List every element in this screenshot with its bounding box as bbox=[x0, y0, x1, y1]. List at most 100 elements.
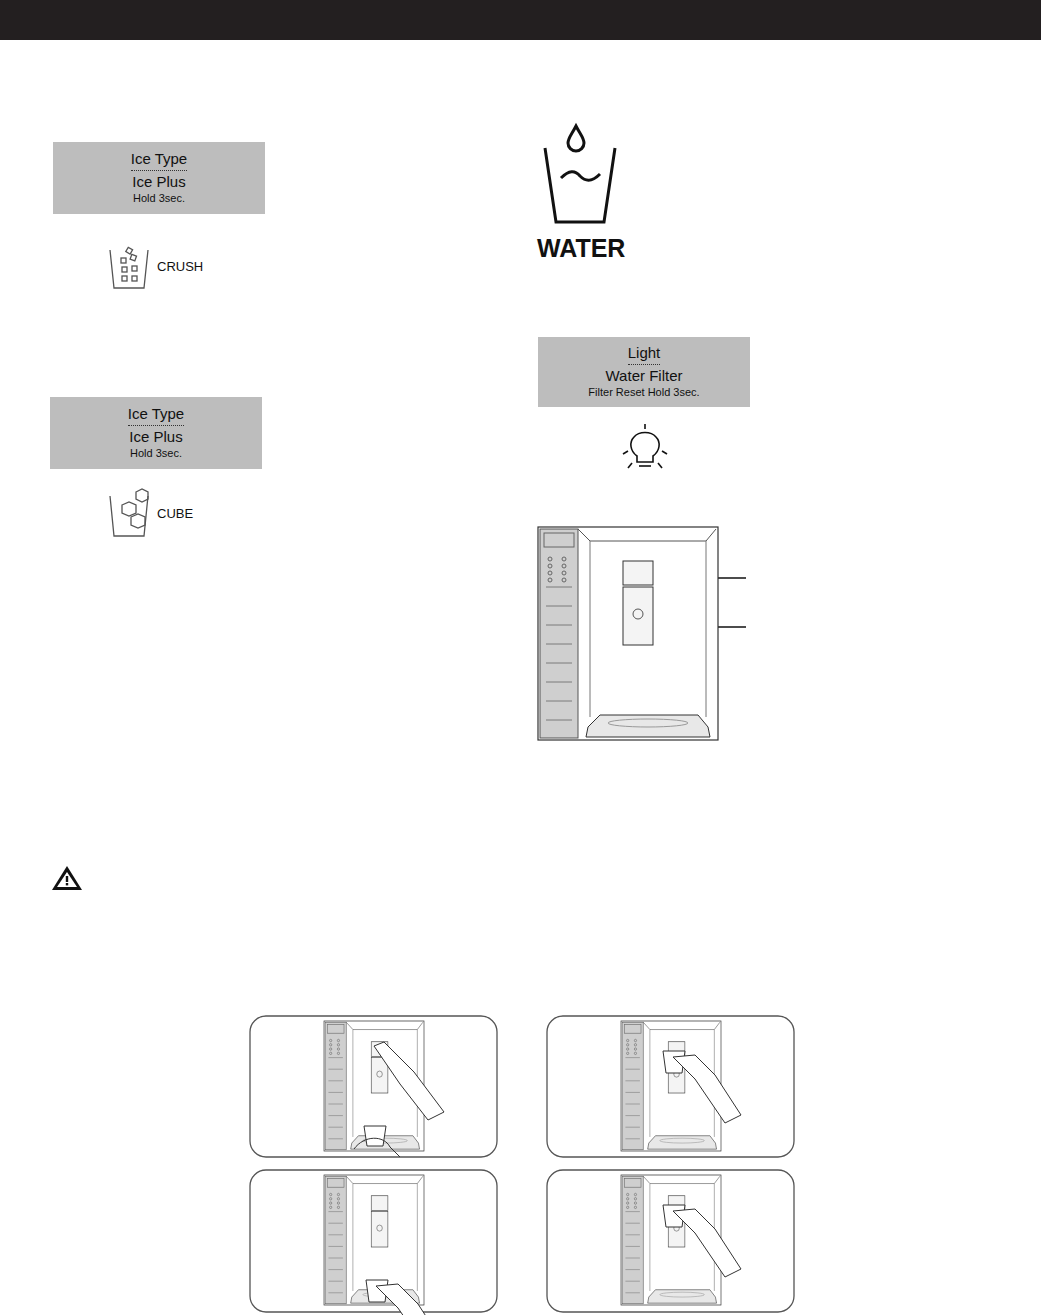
button-label-panel: Ice TypeIce PlusHold 3sec. bbox=[50, 397, 262, 469]
panel-divider bbox=[328, 1092, 342, 1093]
panel-divider bbox=[328, 1069, 342, 1070]
arm-drawing bbox=[376, 1284, 444, 1315]
recess-edge bbox=[346, 1176, 423, 1183]
button-name: Ice Plus bbox=[132, 173, 185, 192]
panel-divider bbox=[625, 1115, 639, 1116]
panel-icon bbox=[634, 1039, 636, 1041]
hand-drawing bbox=[354, 1042, 444, 1157]
drip-tray bbox=[648, 1290, 717, 1303]
hand-drawing bbox=[354, 1138, 400, 1157]
panel-icon bbox=[330, 1039, 332, 1041]
button-label-panel: Ice TypeIce PlusHold 3sec. bbox=[53, 142, 265, 214]
button-hint: Filter Reset Hold 3sec. bbox=[588, 386, 699, 400]
control-panel bbox=[325, 1176, 346, 1304]
warning-symbol bbox=[52, 866, 82, 890]
panel-icon bbox=[337, 1039, 339, 1041]
panel-icon bbox=[562, 571, 566, 575]
ice-symbol bbox=[377, 1071, 383, 1077]
recess-edge bbox=[590, 541, 706, 717]
panel-divider bbox=[546, 720, 572, 721]
panel-icon bbox=[562, 564, 566, 568]
dispenser-drawing bbox=[538, 527, 718, 740]
panel-divider bbox=[328, 1127, 342, 1128]
panel-divider bbox=[328, 1292, 342, 1293]
panel-icon bbox=[548, 578, 552, 582]
panel-icon bbox=[627, 1193, 629, 1195]
panel-icon bbox=[330, 1052, 332, 1054]
panel-icon bbox=[627, 1202, 629, 1204]
panel-divider bbox=[546, 587, 572, 588]
panel-display bbox=[327, 1025, 344, 1034]
water-paddle bbox=[623, 561, 653, 585]
panel-icon bbox=[330, 1048, 332, 1050]
arm-drawing bbox=[673, 1055, 741, 1123]
panel-divider bbox=[328, 1057, 342, 1058]
panel-icon bbox=[330, 1206, 332, 1208]
tray-grille bbox=[660, 1138, 704, 1143]
ice-symbol bbox=[633, 609, 643, 619]
tray-grille bbox=[608, 719, 688, 727]
panel-icon bbox=[634, 1202, 636, 1204]
panel-icon bbox=[337, 1044, 339, 1046]
ice-mode-label: CRUSH bbox=[157, 259, 203, 274]
panel-icon bbox=[330, 1202, 332, 1204]
panel-icon bbox=[548, 557, 552, 561]
panel-icon bbox=[634, 1052, 636, 1054]
recess-edge bbox=[346, 1022, 423, 1029]
hand-drawing bbox=[366, 1280, 444, 1315]
panel-icon bbox=[337, 1206, 339, 1208]
panel-divider bbox=[625, 1234, 639, 1235]
drip-tray bbox=[586, 715, 710, 737]
panel-icon bbox=[634, 1048, 636, 1050]
panel-divider bbox=[625, 1246, 639, 1247]
panel-divider bbox=[625, 1138, 639, 1139]
recess-edge bbox=[353, 1184, 417, 1291]
panel-divider bbox=[625, 1223, 639, 1224]
panel-divider bbox=[328, 1234, 342, 1235]
panel-icon bbox=[330, 1044, 332, 1046]
panel-divider bbox=[546, 625, 572, 626]
cube-icon bbox=[110, 489, 148, 536]
panel-display bbox=[327, 1179, 344, 1188]
button-name: Ice Plus bbox=[129, 428, 182, 447]
water-paddle bbox=[371, 1196, 388, 1211]
header-bar bbox=[0, 0, 1041, 40]
tray-grille bbox=[660, 1292, 704, 1297]
panel-divider bbox=[625, 1069, 639, 1070]
panel-divider bbox=[625, 1104, 639, 1105]
button-name: Light bbox=[628, 344, 661, 365]
panel-divider bbox=[625, 1269, 639, 1270]
panel-divider bbox=[328, 1104, 342, 1105]
panel-divider bbox=[625, 1092, 639, 1093]
recess-edge bbox=[643, 1022, 720, 1029]
panel-icon bbox=[634, 1198, 636, 1200]
panel-divider bbox=[546, 644, 572, 645]
step-frame bbox=[250, 1016, 794, 1312]
panel-icon bbox=[548, 571, 552, 575]
panel-icon bbox=[627, 1052, 629, 1054]
panel-divider bbox=[328, 1258, 342, 1259]
panel-icon bbox=[337, 1193, 339, 1195]
arm-drawing bbox=[374, 1042, 444, 1120]
drip-tray bbox=[648, 1136, 717, 1149]
panel-icon bbox=[330, 1198, 332, 1200]
dispenser-drawing bbox=[324, 1175, 424, 1305]
panel-divider bbox=[328, 1115, 342, 1116]
panel-divider bbox=[328, 1223, 342, 1224]
water-icon bbox=[545, 126, 615, 222]
panel-display bbox=[624, 1179, 641, 1188]
panel-icon bbox=[627, 1044, 629, 1046]
arm-drawing bbox=[673, 1209, 741, 1277]
button-label-panel: LightWater FilterFilter Reset Hold 3sec. bbox=[538, 337, 750, 407]
panel-divider bbox=[546, 606, 572, 607]
crush-icon bbox=[110, 247, 148, 288]
panel-icon bbox=[634, 1044, 636, 1046]
panel-divider bbox=[328, 1281, 342, 1282]
panel-icon bbox=[548, 564, 552, 568]
panel-icon bbox=[337, 1202, 339, 1204]
panel-divider bbox=[625, 1258, 639, 1259]
panel-icon bbox=[337, 1052, 339, 1054]
panel-divider bbox=[546, 663, 572, 664]
panel-divider bbox=[328, 1138, 342, 1139]
dispenser-housing bbox=[324, 1175, 424, 1305]
